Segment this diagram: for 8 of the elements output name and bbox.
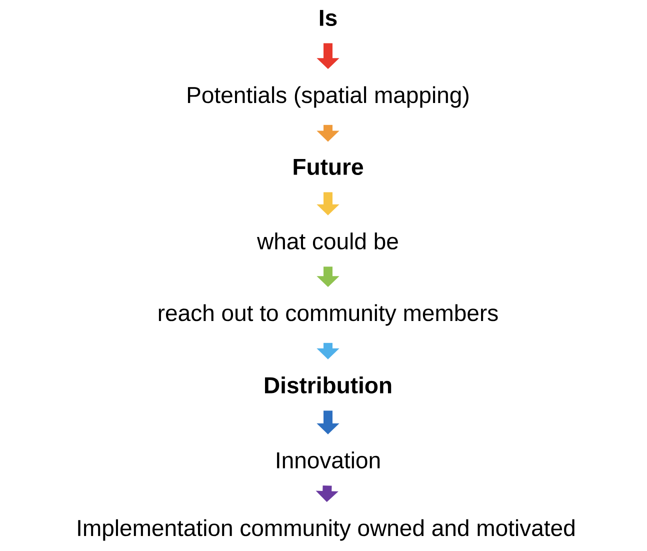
- step-label: Is: [320, 10, 337, 26]
- step-label: Distribution: [265, 376, 392, 394]
- step-label: Implementation community owned and motivated: [78, 519, 574, 541]
- step-label: Future: [294, 158, 363, 176]
- step-label: reach out to community members: [158, 304, 498, 326]
- step-label: what could be: [257, 232, 398, 250]
- step-label: Innovation: [277, 452, 380, 468]
- step-label: Potentials (spatial mapping): [188, 86, 468, 108]
